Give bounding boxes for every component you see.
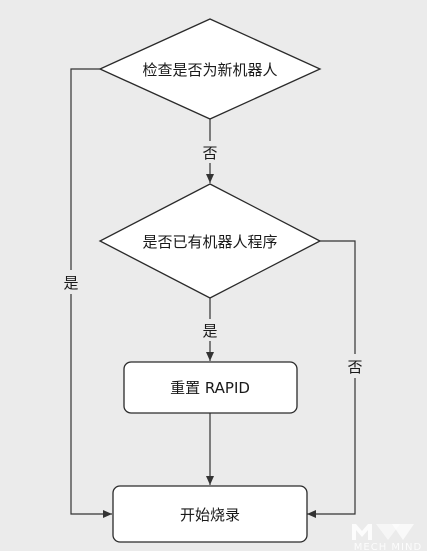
process-box bbox=[112, 485, 308, 543]
edge-has-program-to-start-burn: 否 bbox=[307, 240, 366, 518]
edge-has-program-to-reset: 是 bbox=[199, 298, 221, 361]
process-box bbox=[123, 361, 298, 414]
decision-label: 检查是否为新机器人 bbox=[142, 61, 277, 79]
decision-label: 是否已有机器人程序 bbox=[142, 233, 277, 251]
edge-label-no: 否 bbox=[202, 144, 217, 162]
edge-label-no: 否 bbox=[347, 358, 362, 376]
edge-label-bg bbox=[60, 270, 82, 294]
process-label: 开始烧录 bbox=[180, 506, 240, 524]
process-start-burn: 开始烧录 bbox=[112, 485, 308, 543]
decision-has-program: 是否已有机器人程序 bbox=[98, 183, 322, 299]
process-reset-rapid: 重置 RAPID bbox=[123, 361, 298, 414]
decision-check-new-robot: 检查是否为新机器人 bbox=[98, 18, 322, 120]
watermark: MECH MIND bbox=[352, 524, 422, 551]
decision-diamond bbox=[98, 183, 322, 299]
watermark-text: MECH MIND bbox=[354, 542, 422, 551]
edge-check-to-has-program: 否 bbox=[199, 119, 221, 183]
edge-label-yes: 是 bbox=[202, 322, 217, 340]
process-label: 重置 RAPID bbox=[170, 379, 250, 397]
mech-mind-logo-icon bbox=[352, 524, 414, 540]
edge-label-bg bbox=[199, 319, 221, 341]
edge-label-bg bbox=[344, 354, 366, 378]
edge-label-yes: 是 bbox=[63, 274, 78, 292]
edge-check-to-start-burn: 是 bbox=[60, 68, 112, 518]
decision-diamond bbox=[98, 18, 322, 120]
edge-label-bg bbox=[199, 141, 221, 163]
